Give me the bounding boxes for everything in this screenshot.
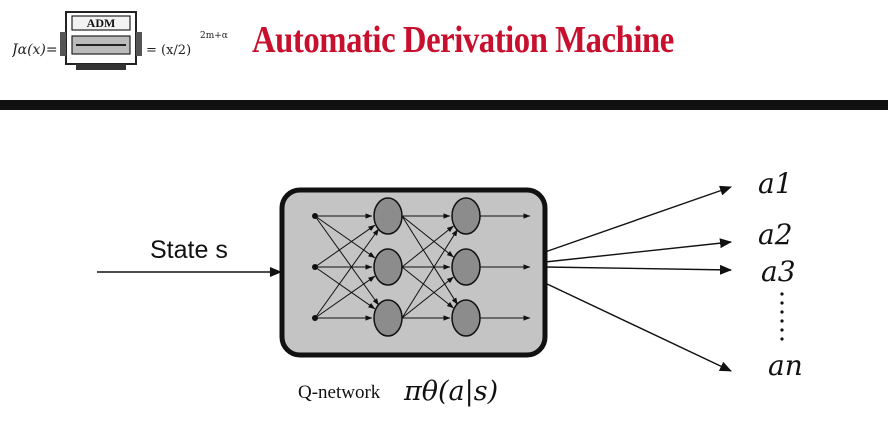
output-arrow-an <box>544 282 732 372</box>
hidden-node-l1-2 <box>373 299 403 337</box>
logo-exponent: 2m+α <box>200 31 228 41</box>
output-label-a3: a3 <box>761 255 796 288</box>
input-node-1 <box>312 264 318 270</box>
edge-in-0-h1-1 <box>314 215 376 259</box>
edge-h1-0-h2-2 <box>401 215 458 305</box>
output-label-a1: a1 <box>758 167 793 200</box>
output-arrow-a3 <box>544 264 732 275</box>
hidden-node-l2-1 <box>451 248 481 286</box>
logo-formula-left: Jα(x)= <box>12 42 58 58</box>
policy-label: πθ(a|s) <box>403 376 498 407</box>
output-ellipsis <box>780 292 784 341</box>
input-label: State s <box>150 236 228 264</box>
hidden-node-l1-1 <box>373 248 403 286</box>
logo-badge: ADM <box>87 16 116 30</box>
hidden-node-l1-0 <box>373 197 403 235</box>
network-nodes <box>312 197 481 337</box>
edge-in-0-h1-2 <box>314 215 380 306</box>
header-divider <box>0 100 888 110</box>
edge-in-2-h1-1 <box>314 275 376 319</box>
header: Jα(x)= ADM = (x/2) 2m+α Automatic Deriva… <box>0 0 888 112</box>
edge-in-2-h1-0 <box>314 228 380 319</box>
output-label-an: an <box>768 349 803 382</box>
network-label: Q-network <box>298 382 381 403</box>
edge-h1-2-h2-1 <box>401 276 454 319</box>
input-node-2 <box>312 315 318 321</box>
q-network-box <box>279 187 548 358</box>
adm-logo: Jα(x)= ADM = (x/2) 2m+α <box>12 11 228 70</box>
logo-formula-right: = (x/2) <box>146 43 191 58</box>
q-network-diagram: State s a1 a2 a3 an Q-network πθ(a|s) <box>97 167 803 407</box>
hidden-node-l2-0 <box>451 197 481 235</box>
edge-h1-1-h2-0 <box>401 225 454 268</box>
output-label-a2: a2 <box>758 218 793 251</box>
output-arrow-a2 <box>544 238 732 263</box>
edge-in-1-h1-0 <box>314 224 376 268</box>
site-title: Automatic Derivation Machine <box>252 19 674 61</box>
input-node-0 <box>312 213 318 219</box>
edge-in-1-h1-2 <box>314 266 376 310</box>
network-edges <box>314 213 531 321</box>
hidden-node-l2-2 <box>451 299 481 337</box>
output-arrow-a1 <box>544 185 732 253</box>
edge-h1-2-h2-0 <box>401 229 458 319</box>
edge-h1-1-h2-2 <box>401 266 454 309</box>
